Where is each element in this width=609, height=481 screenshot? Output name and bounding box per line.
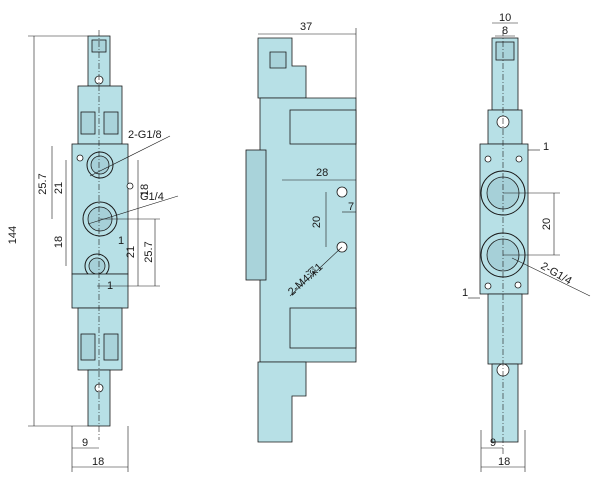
dim-right-top-width: 10 — [499, 12, 511, 24]
dim-step-mid-right: 18 — [139, 184, 151, 196]
dim-pitch-left: 25.7 — [37, 173, 49, 194]
dim-right-port-pitch: 20 — [541, 218, 553, 230]
dim-side-total-width: 37 — [300, 21, 312, 33]
right-view: 10 8 1 1 20 2-G1/4 9 18 — [462, 12, 591, 472]
side-top-connector-detail — [269, 51, 287, 69]
side-upper-section — [289, 109, 357, 145]
dim-total-height: 144 — [7, 226, 19, 244]
right-screw-icon — [515, 155, 523, 163]
dim-right-top-inner: 8 — [502, 25, 508, 37]
side-mount-hole-upper-icon — [336, 186, 348, 198]
front-screw-icon — [76, 154, 84, 162]
dim-side-mount-height: 20 — [311, 216, 323, 228]
front-screw-icon — [126, 182, 134, 190]
side-view: 37 28 7 20 2-M4深1 — [245, 21, 357, 443]
right-lower-body — [487, 293, 523, 365]
front-pilot-port-upper-hole — [90, 155, 110, 175]
side-lower-section — [289, 307, 357, 349]
callout-pilot-port: 2-G1/8 — [128, 129, 162, 141]
right-screw-icon — [514, 281, 522, 289]
dim-base-offset: 9 — [82, 437, 88, 449]
callout-right-port: 2-G1/4 — [539, 260, 574, 287]
dim-offset-center: 1 — [118, 235, 124, 247]
dim-right-offset-top: 1 — [543, 141, 549, 153]
dim-step-left-b: 18 — [53, 236, 65, 248]
dim-side-mount-width: 28 — [316, 167, 328, 179]
callout-main-port: G1/4 — [140, 191, 164, 203]
dim-step-left-a: 21 — [53, 182, 65, 194]
dim-step-right: 21 — [125, 246, 137, 258]
front-upper-slot-left — [80, 111, 96, 135]
side-base-flange — [245, 149, 267, 281]
leader-line — [87, 195, 179, 225]
front-lower-slot-left — [80, 333, 96, 361]
front-pilot-port-lower-hole — [88, 257, 106, 275]
dim-right-base-width: 18 — [498, 456, 510, 468]
front-view: 144 25.7 21 18 18 21 25.7 1 1 2-G1/8 G1/… — [7, 30, 179, 472]
dim-side-mount-offset: 7 — [348, 201, 354, 213]
front-lower-slot-right — [103, 333, 119, 361]
dim-right-offset-bottom: 1 — [462, 287, 468, 299]
dim-base-width: 18 — [92, 456, 104, 468]
right-screw-icon — [484, 282, 492, 290]
right-screw-icon — [484, 155, 492, 163]
leader-line — [289, 246, 343, 297]
leader-line — [511, 257, 591, 297]
dim-right-base-offset: 9 — [490, 437, 496, 449]
front-base-plate — [71, 273, 129, 309]
dim-offset-lower: 1 — [107, 280, 113, 292]
side-bottom-connector — [257, 361, 307, 443]
right-top-connector-cap — [495, 41, 515, 61]
leader-line — [89, 135, 171, 177]
dim-pitch-right: 25.7 — [143, 241, 155, 262]
right-bottom-connector — [491, 363, 519, 443]
front-upper-slot-right — [103, 111, 119, 135]
